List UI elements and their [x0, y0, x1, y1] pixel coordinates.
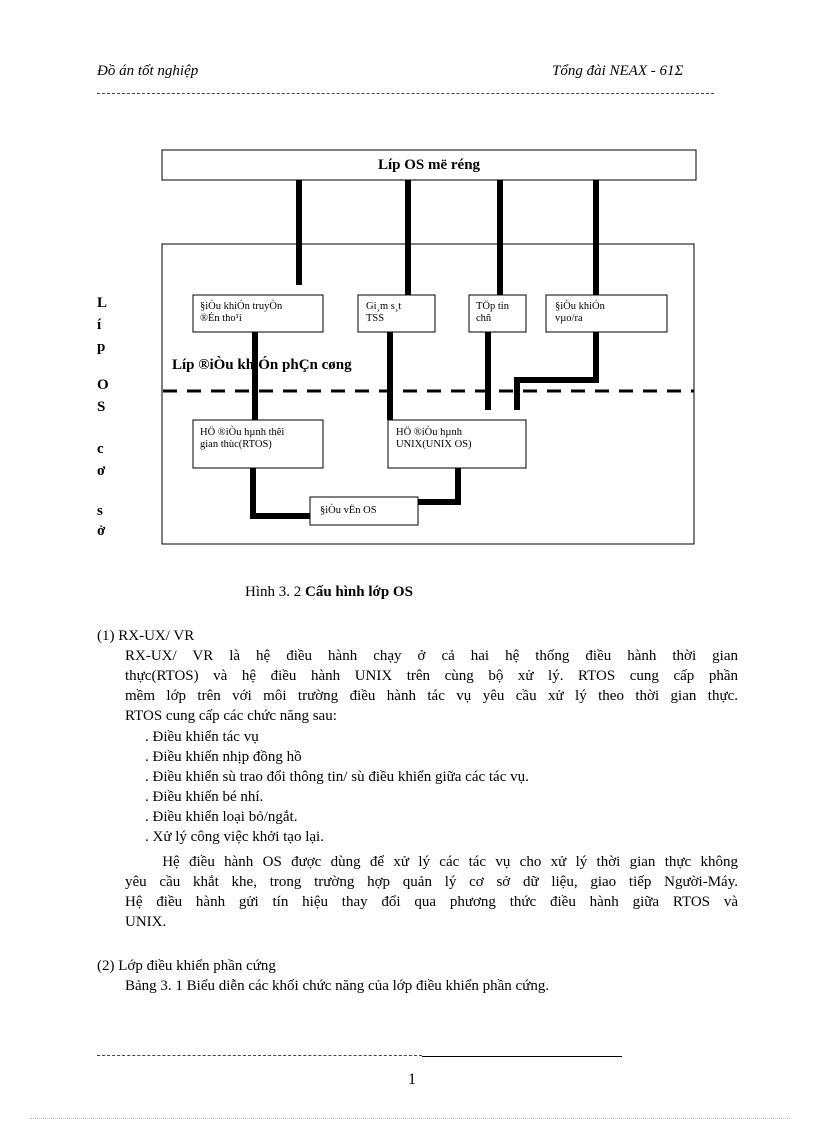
figure-caption: Hình 3. 2 Cấu hình lớp OS [245, 584, 413, 600]
section1-para2-line: UNIX. [125, 914, 167, 930]
basic-layer-letter: ơ [97, 463, 106, 479]
top-layer-label: Líp OS më réng [377, 157, 481, 173]
footer-rule [97, 1055, 422, 1056]
rtos-function-item: . Điều khiển bé nhí. [145, 789, 264, 805]
basic-layer-letter: ở [97, 523, 106, 539]
basic-layer-letter: p [97, 339, 106, 355]
basic-layer-letter: L [97, 295, 108, 311]
call-control-box [192, 294, 324, 333]
os-dispatch-box [309, 496, 419, 526]
section1-line: mềm lớp trên với môi trường điều hành tá… [125, 688, 738, 704]
basic-os-frame [161, 243, 695, 545]
section1-line: RTOS cung cấp các chức năng sau: [125, 708, 337, 724]
hw-layer-label: Líp ®iÒu khiÓn phÇn cøng [172, 357, 352, 373]
rtos-function-item: . Xử lý công việc khởi tạo lại. [145, 829, 324, 845]
tss-box [357, 294, 436, 333]
rtos-function-item: . Điều khiển tác vụ [145, 729, 259, 745]
unix-box [387, 419, 527, 469]
top-layer-box [161, 149, 697, 181]
connector-io-unix [514, 332, 599, 410]
basic-layer-letter: í [97, 317, 102, 333]
section1-para2-line: yêu cầu khắt khe, trong trường hợp quản … [125, 874, 738, 890]
os-layer-diagram [161, 149, 697, 545]
section1-line: thực(RTOS) và hệ điều hành UNIX trên cùn… [125, 668, 738, 684]
section1-line: RX-UX/ VR là hệ điều hành chạy ở cả hai … [125, 648, 738, 664]
section1-para2-line: Hệ điều hành gửi tín hiệu thay đổi qua p… [125, 894, 738, 910]
connector-rtos-osctl [250, 468, 310, 519]
section2-line: Bảng 3. 1 Biểu diễn các khối chức năng c… [125, 978, 550, 994]
footer-rule-solid [422, 1056, 622, 1057]
connector-unix-osctl [418, 468, 461, 505]
basic-layer-letter: S [97, 399, 106, 415]
call-control-label: §iÒu khiÓn truyÒn®Én tho¹i [200, 301, 283, 324]
rtos-box [192, 419, 324, 469]
os-dispatch-label: §iÒu vËn OS [320, 505, 377, 516]
rtos-function-item: . Điều khiển loại bỏ/ngắt. [145, 809, 298, 825]
basic-layer-letter: O [97, 377, 109, 393]
page-edge-rule [30, 1118, 790, 1119]
basic-layer-letter: s [97, 503, 103, 519]
basic-layer-letter: c [97, 441, 104, 457]
rtos-function-item: . Điều khiển sù trao đổi thông tin/ sù đ… [145, 769, 529, 785]
file-box [468, 294, 527, 333]
rtos-function-item: . Điều khiển nhịp đồng hồ [145, 749, 302, 765]
header-right: Tổng đài NEAX - 61Σ [552, 63, 684, 79]
section1-para2-line: Hệ điều hành OS được dùng để xử lý các t… [125, 854, 738, 870]
io-control-box [545, 294, 668, 333]
header-left: Đồ án tốt nghiệp [97, 63, 199, 79]
section1-heading: (1) RX-UX/ VR [97, 628, 195, 644]
header-rule [97, 93, 714, 94]
section2-heading: (2) Lớp điều khiển phần cứng [97, 958, 276, 974]
page-number: 1 [408, 1071, 416, 1088]
